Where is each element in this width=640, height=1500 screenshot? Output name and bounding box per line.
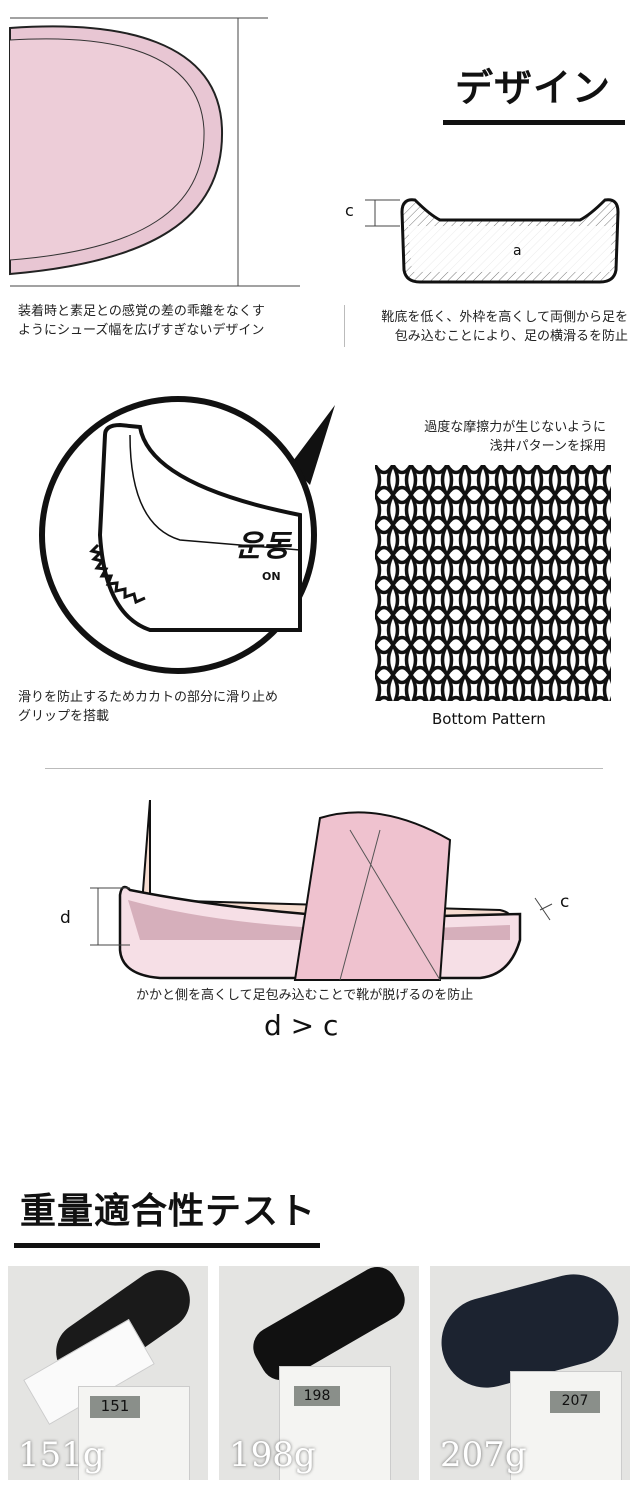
side-grip-caption: 靴底を低く、外枠を高くして両側から足を 包み込むことにより、足の横滑るを防止 — [381, 308, 628, 346]
design-title: デザイン — [455, 66, 612, 110]
cross-section-diagram — [365, 198, 620, 284]
label-c-side: c — [560, 892, 570, 912]
pattern-label: Bottom Pattern — [432, 710, 546, 728]
caption-line: 過度な摩擦力が生じないように — [424, 420, 606, 435]
label-a: a — [513, 243, 522, 259]
caption-line: 靴底を低く、外枠を高くして両側から足を — [381, 310, 628, 325]
scale-display: 198 — [294, 1386, 340, 1406]
caption-line: ようにシューズ幅を広げすぎないデザイン — [18, 323, 265, 338]
brand-logo-text: 운동 — [235, 529, 291, 564]
label-d: d — [60, 908, 71, 928]
weight-label: 151g — [18, 1435, 105, 1475]
width-caption: 装着時と素足との感覚の差の乖離をなくす ようにシューズ幅を広げすぎないデザイン — [18, 302, 265, 340]
brand-logo-sub: ON — [262, 570, 281, 583]
side-view-illustration — [90, 800, 553, 981]
weight-photo-2: 198 198g — [219, 1266, 419, 1480]
scale-display: 151 — [90, 1396, 140, 1418]
heel-caption: かかと側を高くして足包み込むことで靴が脱げるのを防止 — [136, 988, 474, 1003]
bottom-pattern-graphic — [375, 465, 611, 701]
heel-grip-illustration — [39, 396, 335, 674]
weight-photo-3: 207 207g — [430, 1266, 630, 1480]
formula: d > c — [264, 1009, 339, 1042]
weight-label: 207g — [440, 1435, 527, 1475]
grip-caption: 滑りを防止するためカカトの部分に滑り止め グリップを搭載 — [18, 688, 278, 726]
caption-line: 包み込むことにより、足の横滑るを防止 — [394, 329, 628, 344]
caption-line: 浅井パターンを採用 — [489, 439, 606, 454]
sole-top-illustration — [9, 17, 300, 287]
label-c: c — [345, 201, 354, 220]
caption-line: 滑りを防止するためカカトの部分に滑り止め — [18, 690, 279, 705]
weight-label: 198g — [229, 1435, 316, 1475]
title-underline — [443, 120, 625, 125]
caption-line: グリップを搭載 — [18, 709, 110, 724]
title-underline — [14, 1243, 320, 1248]
divider — [344, 305, 345, 347]
caption-line: 装着時と素足との感覚の差の乖離をなくす — [18, 304, 265, 319]
weight-photo-1: 151 151g — [8, 1266, 208, 1480]
pattern-caption: 過度な摩擦力が生じないように 浅井パターンを採用 — [424, 418, 606, 456]
weight-test-title: 重量適合性テスト — [20, 1191, 317, 1232]
section-divider — [45, 768, 603, 769]
scale-display: 207 — [550, 1391, 600, 1413]
